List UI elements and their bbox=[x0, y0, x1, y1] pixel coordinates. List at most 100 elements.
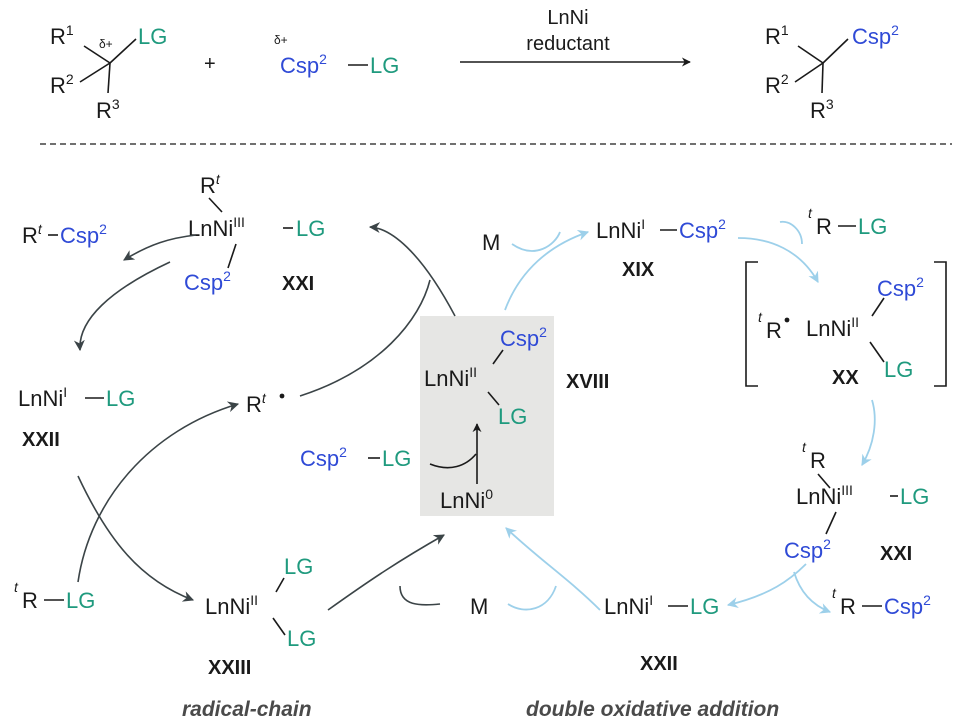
lnni-ii: LnNiII bbox=[424, 364, 477, 391]
lnni-0: LnNi0 bbox=[440, 486, 493, 513]
r3-label: R3 bbox=[810, 96, 834, 123]
reductant-label: reductant bbox=[526, 33, 610, 55]
lg-label: LG bbox=[66, 588, 95, 613]
lnni-i: LnNiI bbox=[18, 384, 67, 411]
csp2-label: Csp2 bbox=[60, 221, 107, 248]
csp2-label: Csp2 bbox=[852, 22, 899, 49]
csp2-ligand: Csp2 bbox=[877, 274, 924, 301]
r-ligand: R bbox=[810, 448, 826, 473]
t-superscript: t bbox=[14, 579, 19, 595]
r-label: R bbox=[840, 594, 856, 619]
caption-radical-chain: radical-chain bbox=[182, 698, 312, 721]
rt-label: Rt bbox=[22, 221, 43, 248]
ni-iii-intermediate-xxi: Rt LnNiIII LG Csp2 XXI bbox=[184, 171, 325, 295]
alkyl-electrophile-left: t R LG bbox=[14, 579, 95, 613]
lg-label: LG bbox=[382, 446, 411, 471]
radical-chain-arrows bbox=[73, 222, 456, 611]
right-bracket bbox=[934, 261, 947, 387]
compound-label-xxii: XXII bbox=[22, 429, 60, 451]
lg-ligand: LG bbox=[296, 216, 325, 241]
lg-ligand: LG bbox=[900, 484, 929, 509]
reductant-m-bottom: M bbox=[470, 594, 488, 619]
r1-label: R1 bbox=[765, 22, 789, 49]
overall-reaction: R1 δ+ LG R2 R3 + δ+ Csp2 LG LnNi reducta… bbox=[50, 7, 899, 123]
cross-coupled-product: R1 Csp2 R2 R3 bbox=[765, 22, 899, 123]
compound-label-xxi: XXI bbox=[282, 273, 314, 295]
lnni-iii: LnNiIII bbox=[188, 214, 245, 241]
lg-ligand: LG bbox=[884, 357, 913, 382]
reductant-m-top: M bbox=[482, 230, 500, 255]
catalyst-label: LnNi bbox=[547, 7, 588, 29]
ni-i-intermediate-xxii: LnNiI LG XXII bbox=[18, 384, 135, 451]
compound-label-xx: XX bbox=[832, 367, 859, 389]
lnni-i: LnNiI bbox=[596, 216, 645, 243]
lnni-ii: LnNiII bbox=[806, 314, 859, 341]
rt-ligand: Rt bbox=[200, 171, 221, 198]
caption-double-oxidative-addition: double oxidative addition bbox=[526, 698, 779, 721]
t-superscript: t bbox=[808, 205, 813, 221]
product-rt-csp2: Rt Csp2 bbox=[22, 221, 107, 248]
csp2-label: Csp2 bbox=[280, 51, 327, 78]
csp2-label: Csp2 bbox=[300, 444, 347, 471]
lg-ligand-bottom: LG bbox=[287, 626, 316, 651]
radical-dot bbox=[279, 393, 285, 399]
product-bonds bbox=[794, 38, 849, 94]
radical-chain-cycle: Rt LnNiIII LG Csp2 XXI Rt Csp2 LnNiI LG … bbox=[14, 171, 456, 721]
t-superscript: t bbox=[802, 439, 807, 455]
ni-ii-dihalide-xxiii: LG LnNiII LG XXIII bbox=[205, 554, 316, 679]
r-label: R bbox=[816, 214, 832, 239]
r2-label: R2 bbox=[50, 71, 74, 98]
lg-ligand: LG bbox=[498, 404, 527, 429]
ni-iii-intermediate-xxi-right: t R LnNiIII LG Csp2 XXI bbox=[784, 439, 929, 565]
product-right: t R Csp2 bbox=[832, 585, 931, 619]
csp2-ligand: Csp2 bbox=[784, 536, 831, 563]
rt-radical: Rt bbox=[246, 390, 267, 417]
alkyl-electrophile-right: t R LG bbox=[808, 205, 887, 239]
alkyl-electrophile: R1 δ+ LG R2 R3 bbox=[50, 22, 167, 123]
oxidative-addition-arrow bbox=[429, 423, 482, 484]
r-radical: R bbox=[766, 318, 782, 343]
lg-ligand-top: LG bbox=[284, 554, 313, 579]
r-label: R bbox=[22, 588, 38, 613]
r1-label: R1 bbox=[50, 22, 74, 49]
lnni-iii: LnNiIII bbox=[796, 482, 853, 509]
lg-label: LG bbox=[138, 24, 167, 49]
radical-dot bbox=[784, 317, 790, 323]
ni-i-aryl-xix: LnNiI Csp2 XIX bbox=[596, 216, 726, 281]
compound-label-xxi-right: XXI bbox=[880, 543, 912, 565]
plus-sign: + bbox=[204, 53, 216, 75]
compound-label-xxiii: XXIII bbox=[208, 657, 251, 679]
lg-ligand: LG bbox=[106, 386, 135, 411]
delta-plus-label: δ+ bbox=[274, 33, 288, 47]
csp2-ligand: Csp2 bbox=[500, 324, 547, 351]
lnni-i: LnNiI bbox=[604, 592, 653, 619]
ni-ii-intermediate-xviii: Csp2 LnNiII LG XVIII bbox=[424, 324, 609, 429]
alkyl-radical: Rt bbox=[246, 390, 285, 417]
csp2-label: Csp2 bbox=[884, 592, 931, 619]
lg-label: LG bbox=[370, 53, 399, 78]
t-superscript: t bbox=[758, 309, 763, 325]
delta-plus-label: δ+ bbox=[99, 37, 113, 51]
lg-label: LG bbox=[858, 214, 887, 239]
ni-i-intermediate-xxii-right: LnNiI LG XXII bbox=[604, 592, 719, 675]
aryl-electrophile: δ+ Csp2 LG bbox=[274, 33, 399, 78]
r2-label: R2 bbox=[765, 71, 789, 98]
left-bracket bbox=[745, 261, 758, 387]
compound-label-xxii-right: XXII bbox=[640, 653, 678, 675]
compound-label-xix: XIX bbox=[622, 259, 655, 281]
alkyl-bonds bbox=[79, 38, 137, 94]
lg-ligand: LG bbox=[690, 594, 719, 619]
csp2-ligand: Csp2 bbox=[679, 216, 726, 243]
t-superscript: t bbox=[832, 585, 837, 601]
ni0-species: LnNi0 bbox=[440, 486, 493, 513]
compound-label-xviii: XVIII bbox=[566, 371, 609, 393]
ni-ii-radical-pair-xx: t R Csp2 LnNiII LG XX bbox=[745, 261, 947, 389]
aryl-electrophile-center: Csp2 LG bbox=[300, 444, 411, 471]
double-oxidative-addition-cycle: M LnNiI Csp2 XIX t R LG t R Csp2 LnNiII … bbox=[470, 205, 947, 721]
csp2-ligand: Csp2 bbox=[184, 268, 231, 295]
reaction-arrow: LnNi reductant bbox=[460, 7, 691, 67]
center-activation: Csp2 LnNiII LG XVIII Csp2 LG LnNi0 bbox=[300, 324, 609, 513]
double-oxidative-arrows bbox=[504, 220, 876, 614]
r3-label: R3 bbox=[96, 96, 120, 123]
